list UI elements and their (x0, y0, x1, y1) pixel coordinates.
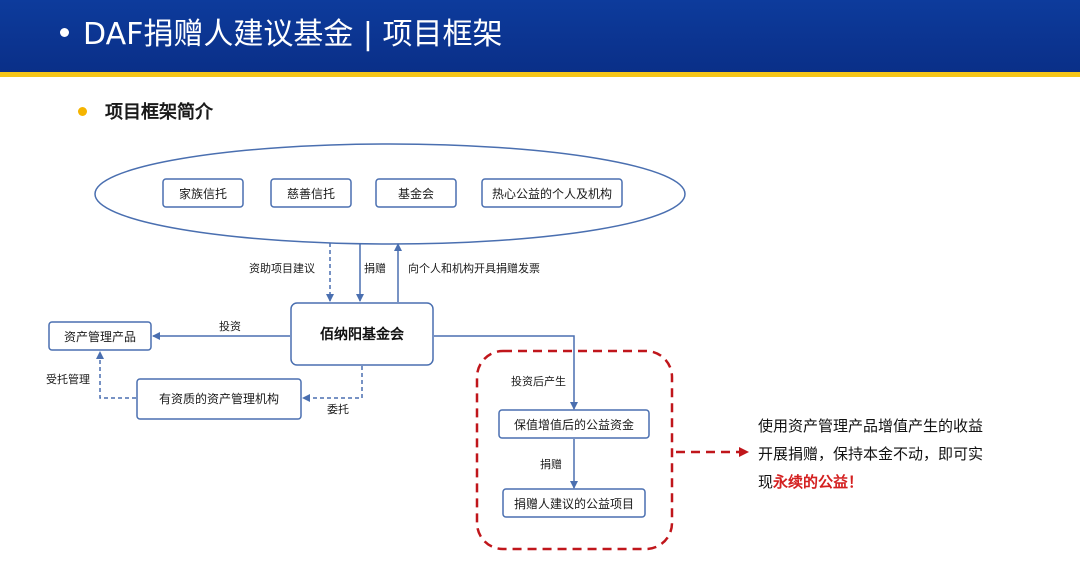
donor-label: 热心公益的个人及机构 (492, 186, 612, 201)
donate-label: 捐赠 (364, 261, 386, 275)
note-line-3-prefix: 现 (758, 473, 774, 491)
slide-header (0, 0, 1080, 72)
header-stripe (0, 72, 1080, 77)
donor-box-charity-trust: 慈善信托 (270, 178, 352, 208)
institution-box: 有资质的资产管理机构 (136, 378, 302, 420)
donor-label: 家族信托 (179, 186, 227, 201)
asset-product-box: 资产管理产品 (48, 321, 152, 351)
bullet-icon (60, 28, 69, 37)
fund-box: 保值增值后的公益资金 (498, 409, 650, 439)
receipt-label: 向个人和机构开具捐赠发票 (408, 261, 540, 275)
institution-label: 有资质的资产管理机构 (159, 391, 279, 406)
donor-label: 慈善信托 (287, 186, 335, 201)
fund-label: 保值增值后的公益资金 (514, 417, 634, 432)
page-title-text: DAF捐赠人建议基金 | 项目框架 (83, 17, 503, 52)
outcome-note: 使用资产管理产品增值产生的收益 开展捐赠，保持本金不动，即可实 现永续的公益！ (758, 412, 1048, 496)
after-invest-label: 投资后产生 (511, 374, 566, 388)
invest-label: 投资 (219, 319, 241, 333)
note-line-1: 使用资产管理产品增值产生的收益 (758, 417, 984, 435)
donor-box-family-trust: 家族信托 (162, 178, 244, 208)
entrusted-label: 受托管理 (46, 372, 90, 386)
note-highlight: 永续的公益！ (773, 473, 864, 491)
entrust-arrow (302, 366, 363, 402)
foundation-label: 佰纳阳基金会 (320, 326, 405, 343)
asset-product-label: 资产管理产品 (64, 329, 136, 344)
page-title: DAF捐赠人建议基金 | 项目框架 (60, 14, 503, 56)
section-title: 项目框架简介 (78, 98, 213, 124)
advice-label: 资助项目建议 (249, 261, 315, 275)
note-line-2: 开展捐赠，保持本金不动，即可实 (758, 445, 984, 463)
section-title-text: 项目框架简介 (105, 102, 213, 123)
bullet-dot-icon (78, 106, 87, 116)
entrusted-arrow (96, 351, 136, 399)
donor-label: 基金会 (398, 186, 434, 201)
project-label: 捐赠人建议的公益项目 (514, 496, 634, 511)
donate2-label: 捐赠 (540, 457, 562, 471)
sustainable-region (475, 349, 674, 551)
donor-box-individuals: 热心公益的个人及机构 (481, 178, 623, 208)
foundation-box: 佰纳阳基金会 (290, 302, 434, 366)
donor-box-foundation: 基金会 (375, 178, 457, 208)
entrust-label: 委托 (327, 402, 349, 416)
note-line-3: 现永续的公益！ (758, 468, 1048, 496)
after-invest-arrow (434, 335, 578, 410)
project-box: 捐赠人建议的公益项目 (502, 488, 646, 518)
